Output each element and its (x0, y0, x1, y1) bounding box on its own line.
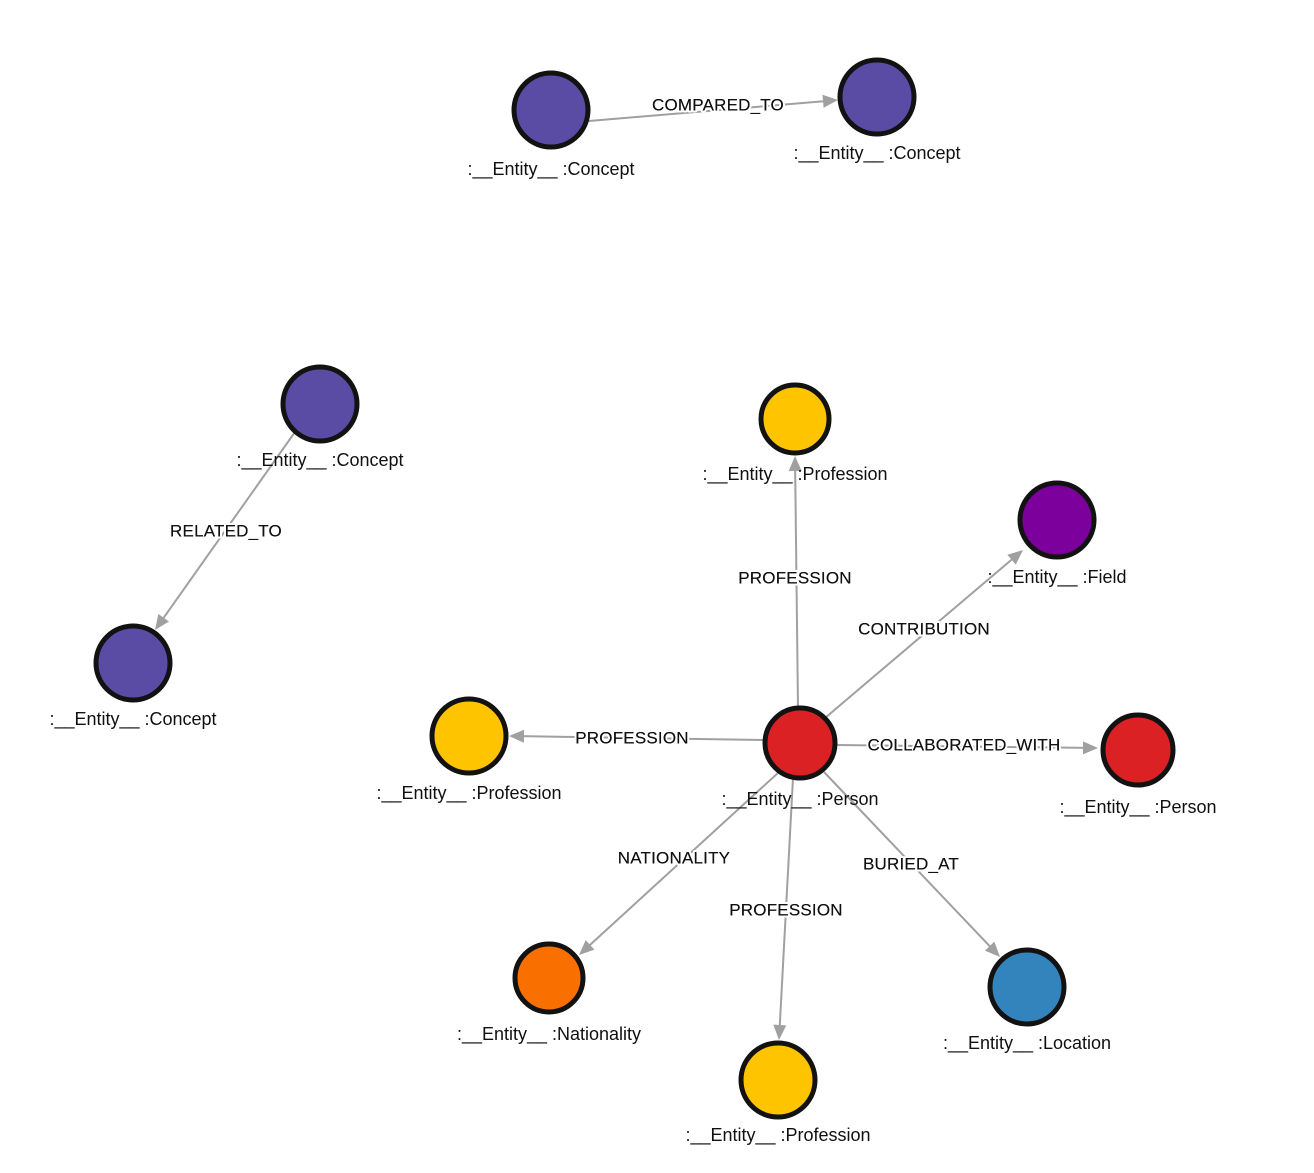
edge-arrow-icon (1007, 550, 1023, 565)
edge-arrow-icon (155, 613, 169, 630)
edge-label-halo: COMPARED_TO (652, 95, 784, 114)
edge-labels-layer: COMPARED_TOCOMPARED_TORELATED_TORELATED_… (168, 93, 1062, 921)
node-label: :__Entity__ :Nationality (457, 1024, 641, 1045)
graph-edge[interactable] (588, 94, 838, 122)
node-label: :__Entity__ :Profession (702, 464, 887, 485)
edge-line (588, 99, 827, 122)
edge-label: RELATED_TO (170, 521, 282, 540)
graph-edge[interactable] (835, 741, 1098, 755)
edge-label: PROFESSION (738, 568, 851, 587)
graph-node-profession[interactable] (738, 1040, 818, 1120)
node-label: :__Entity__ :Person (1059, 797, 1216, 818)
edge-arrow-icon (822, 94, 838, 108)
edge-arrow-icon (1082, 741, 1098, 755)
graph-node-concept[interactable] (837, 57, 917, 137)
edge-label: PROFESSION (575, 728, 688, 747)
graph-node-field[interactable] (1017, 480, 1097, 560)
nodes-layer (93, 57, 1176, 1120)
edge-label: COMPARED_TO (652, 95, 784, 114)
node-label: :__Entity__ :Profession (685, 1125, 870, 1146)
edge-label: BURIED_AT (863, 854, 959, 873)
edge-label-halo: RELATED_TO (170, 521, 282, 540)
graph-edge[interactable] (155, 431, 296, 630)
edge-arrow-icon (773, 1024, 787, 1040)
graph-node-person[interactable] (762, 705, 838, 781)
edge-line (520, 735, 765, 741)
edge-line (835, 744, 1087, 749)
edge-line (794, 467, 799, 709)
edge-label: COLLABORATED_WITH (868, 735, 1061, 754)
node-label: :__Entity__ :Concept (467, 159, 634, 180)
node-label: :__Entity__ :Person (721, 789, 878, 810)
graph-node-location[interactable] (987, 947, 1067, 1027)
edge-label: CONTRIBUTION (858, 619, 990, 638)
graph-node-profession[interactable] (758, 382, 832, 456)
graph-node-nationality[interactable] (512, 941, 586, 1015)
graph-edge[interactable] (824, 550, 1023, 719)
edge-label: PROFESSION (729, 900, 842, 919)
edge-label-halo: PROFESSION (729, 900, 842, 919)
edge-label-halo: COLLABORATED_WITH (868, 735, 1061, 754)
edge-arrow-icon (788, 456, 802, 472)
graph-node-concept[interactable] (280, 364, 360, 444)
edge-line (778, 777, 794, 1029)
graph-node-person[interactable] (1100, 712, 1176, 788)
edge-label-halo: PROFESSION (738, 568, 851, 587)
graph-edge[interactable] (773, 777, 794, 1040)
edge-label-halo: PROFESSION (575, 728, 688, 747)
edge-line (824, 556, 1016, 719)
edge-arrow-icon (579, 940, 595, 955)
node-label: :__Entity__ :Concept (49, 709, 216, 730)
edge-label-halo: BURIED_AT (863, 854, 959, 873)
edges-layer (155, 94, 1098, 1040)
node-label: :__Entity__ :Profession (376, 783, 561, 804)
node-labels-layer: :__Entity__ :Concept :__Entity__ :Concept… (49, 143, 1216, 1146)
node-label: :__Entity__ :Field (987, 567, 1126, 588)
edge-label-halo: NATIONALITY (618, 848, 730, 867)
graph-edge[interactable] (509, 729, 765, 743)
edge-label-halo: CONTRIBUTION (858, 619, 990, 638)
graph-edge[interactable] (579, 771, 780, 955)
node-label: :__Entity__ :Concept (236, 450, 403, 471)
edge-line (586, 771, 780, 949)
edge-arrow-icon (509, 729, 525, 743)
graph-edge[interactable] (823, 771, 1000, 957)
edge-arrow-icon (984, 941, 1000, 957)
edge-line (160, 431, 296, 622)
edge-line (823, 771, 993, 950)
graph-node-concept[interactable] (511, 70, 591, 150)
graph-edge[interactable] (788, 456, 802, 709)
node-label: :__Entity__ :Concept (793, 143, 960, 164)
graph-node-profession[interactable] (429, 696, 509, 776)
node-label: :__Entity__ :Location (943, 1033, 1111, 1054)
edge-label: NATIONALITY (618, 848, 730, 867)
graph-node-concept[interactable] (93, 623, 173, 703)
